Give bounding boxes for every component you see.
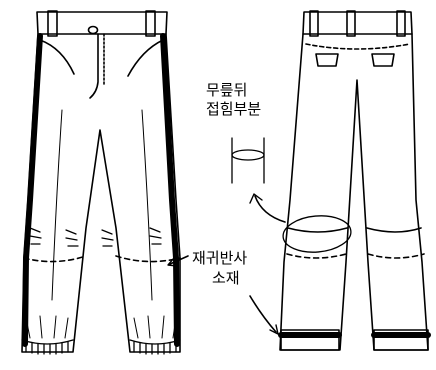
back-knee-line-right [367,253,425,259]
reflective-arrow-back-head [269,324,279,335]
reflective-label-line2: 소재 [212,269,240,287]
front-leg-crease [141,109,153,301]
front-reflective-stripe-right [160,33,180,347]
front-outline [21,33,181,353]
front-leg-crease [51,109,63,301]
front-cuff-right [129,315,181,355]
knee-fold-arrow [254,195,286,223]
back-pocket-right [371,53,395,67]
reflective-arrow-front-head [167,257,178,267]
front-belt-loop [145,10,156,37]
front-knee-line-left [23,255,87,263]
knee-fold-detail [231,137,265,184]
knee-fold-highlight [282,215,352,253]
front-belt-loop [47,10,58,37]
back-reflective-band-left [280,329,340,351]
front-reflective-stripe-left [22,33,43,347]
back-yoke [305,43,411,50]
back-knee-patch-left [287,227,348,233]
back-knee-patch-right [366,227,422,233]
knee-fold-label-line1: 무릎뒤 [206,81,248,99]
front-pocket-left [39,39,75,75]
back-belt-loop [396,10,406,37]
front-pants [21,10,181,355]
back-pants [278,10,431,351]
back-belt-loop [346,10,356,37]
reflective-label-line1: 재귀반사 [192,249,248,267]
back-pocket-left [315,53,339,67]
front-pocket-right [127,39,164,77]
knee-fold-arrowhead [249,193,263,204]
reflective-arrow-back [249,295,277,333]
back-reflective-band-right [373,329,429,351]
front-knee-ticks [29,227,162,247]
reflective-arrow-front [169,255,189,265]
front-knee-line-right [115,255,181,263]
back-waistband [302,11,413,35]
front-cuff-left [21,315,74,355]
back-knee-line-left [286,253,347,259]
front-button [87,25,99,35]
back-belt-loop [309,10,319,37]
knee-fold-label-line2: 접힘부분 [206,100,262,118]
front-fly [89,33,99,99]
back-outline [279,33,429,351]
